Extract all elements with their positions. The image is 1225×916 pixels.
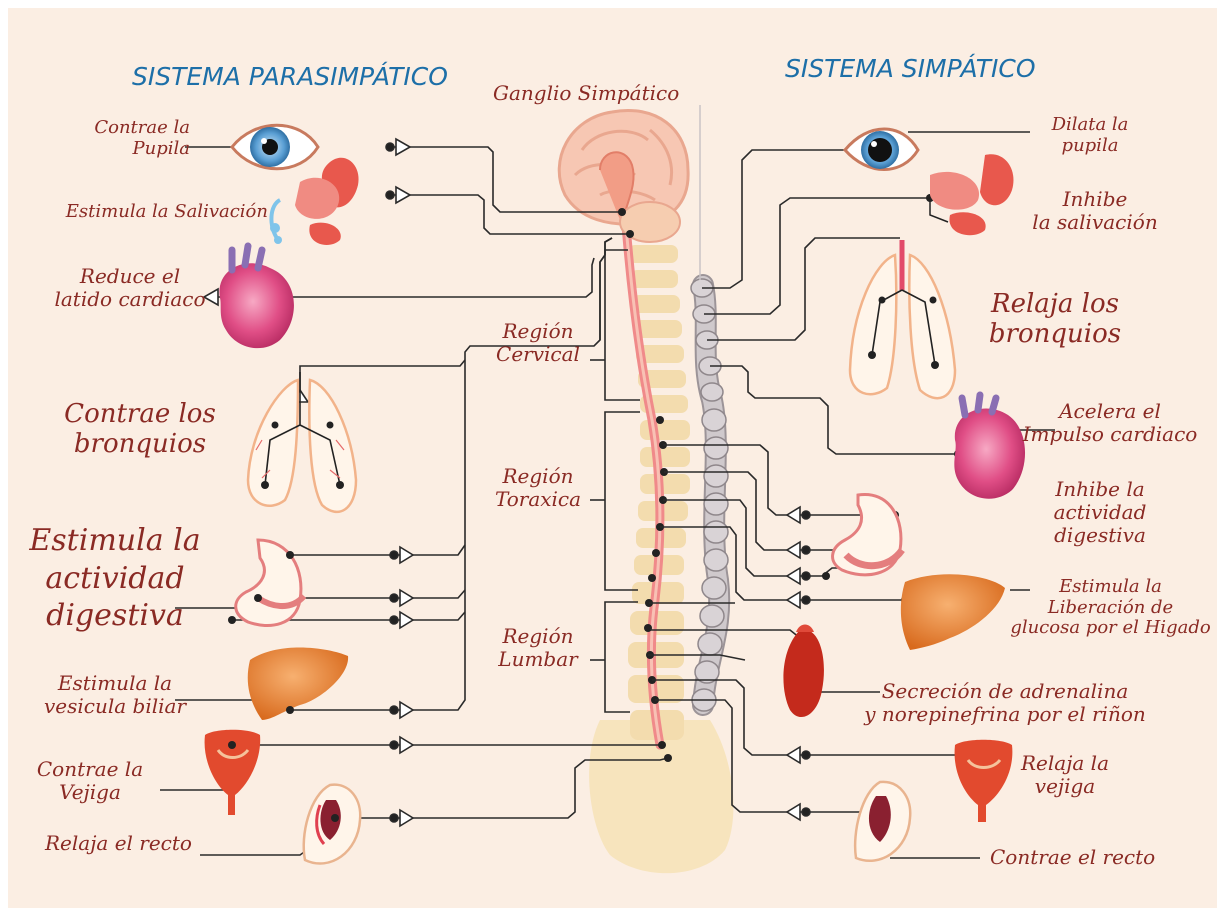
label-contract-bronchi: Contrae los bronquios (45, 400, 235, 460)
right-eye-icon (845, 129, 918, 170)
right-lungs-icon (850, 240, 955, 398)
left-bladder-icon (205, 730, 261, 815)
label-stimulate-gallbladder: Estimula la vesicula biliar (35, 672, 195, 718)
region-cervical-label: Región Cervical (488, 320, 588, 366)
label-accelerate-heart: Acelera el Impulso cardiaco (1015, 400, 1205, 446)
sympathetic-chain (691, 279, 728, 711)
left-heart-icon (219, 246, 293, 348)
label-contract-pupil: Contrae la Pupila (60, 118, 190, 159)
parasympathetic-ganglia (204, 139, 413, 826)
label-reduce-heartbeat: Reduce el latido cardiaco (45, 265, 215, 311)
label-inhibit-digestion: Inhibe la actividad digestiva (1035, 478, 1165, 547)
region-thoracic-label: Región Toraxica (488, 465, 588, 511)
sympathetic-title: SISTEMA SIMPÁTICO (785, 54, 1036, 83)
label-stimulate-digestion: Estimula la actividad digestiva (25, 522, 205, 635)
label-relax-bladder: Relaja la vejiga (1010, 752, 1120, 798)
left-liver-icon (248, 647, 348, 720)
right-stomach-icon (833, 494, 902, 574)
label-contract-rectum: Contrae el recto (990, 846, 1155, 869)
label-inhibit-salivation: Inhibe la salivación (1015, 188, 1175, 234)
left-stomach-icon (228, 540, 304, 626)
right-salivary-glands-icon (930, 154, 1013, 235)
label-relax-bronchi: Relaja los bronquios (970, 290, 1140, 350)
parasympathetic-title: SISTEMA PARASIMPÁTICO (132, 62, 448, 91)
right-kidney-icon (783, 625, 824, 718)
left-rectum-icon (304, 785, 360, 864)
left-eye-icon (232, 125, 318, 169)
left-salivary-glands-icon (270, 158, 359, 245)
label-relax-rectum: Relaja el recto (45, 832, 192, 855)
right-bladder-icon (955, 740, 1013, 822)
label-stimulate-salivation: Estimula la Salivación (40, 202, 268, 223)
right-liver-icon (901, 574, 1005, 650)
label-glucose-release: Estimula la Liberación de glucosa por el… (1008, 577, 1213, 639)
brain (559, 110, 688, 242)
label-contract-bladder: Contrae la Vejiga (25, 758, 155, 804)
label-dilate-pupil: Dilata la pupila (1030, 115, 1150, 156)
label-adrenaline-secretion: Secreción de adrenalina y norepinefrina … (850, 680, 1160, 726)
region-lumbar-label: Región Lumbar (488, 625, 588, 671)
ganglion-label: Ganglio Simpático (493, 82, 679, 105)
right-rectum-icon (855, 782, 910, 861)
